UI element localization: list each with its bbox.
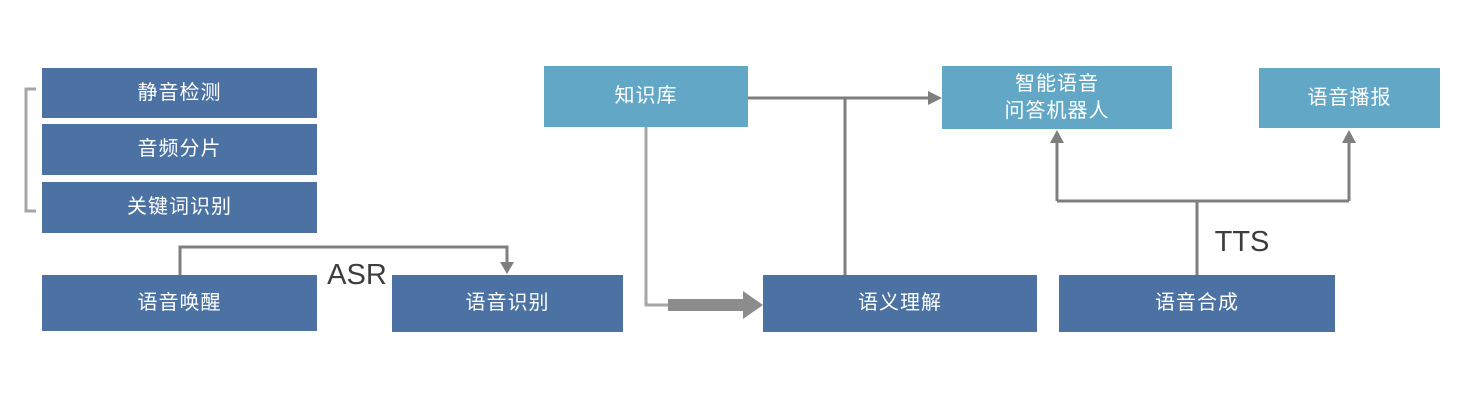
node-speech-recognition: 语音识别 bbox=[392, 275, 623, 332]
node-voice-broadcast: 语音播报 bbox=[1259, 68, 1440, 128]
node-silence-detection: 静音检测 bbox=[42, 68, 317, 118]
node-label: 语义理解 bbox=[858, 292, 942, 314]
node-label: 语音识别 bbox=[465, 292, 550, 314]
node-label: 关键词识别 bbox=[127, 196, 232, 218]
node-label: 音频分片 bbox=[137, 138, 222, 160]
node-voice-wakeup: 语音唤醒 bbox=[42, 275, 317, 331]
node-speech-synthesis: 语音合成 bbox=[1059, 275, 1335, 332]
node-label: 静音检测 bbox=[137, 81, 222, 104]
node-keyword-recognition: 关键词识别 bbox=[42, 182, 317, 233]
connector-knowledgebase-elbow bbox=[644, 127, 668, 307]
node-label: 语音播报 bbox=[1307, 86, 1392, 109]
edge-label-asr: ASR bbox=[327, 259, 387, 291]
arrow-knowledgebase-to-qarobot bbox=[748, 91, 942, 105]
group-bracket bbox=[24, 87, 36, 213]
edge-label-tts: TTS bbox=[1214, 226, 1270, 258]
node-label: 语音唤醒 bbox=[137, 291, 222, 314]
node-label: 智能语音 问答机器人 bbox=[1004, 72, 1110, 122]
node-audio-segmentation: 音频分片 bbox=[42, 124, 317, 175]
node-label: 知识库 bbox=[614, 85, 678, 107]
node-qa-robot: 智能语音 问答机器人 bbox=[942, 66, 1172, 129]
arrow-tts-split bbox=[1050, 130, 1356, 275]
node-label: 语音合成 bbox=[1155, 292, 1239, 314]
thick-arrow-to-semantic bbox=[668, 291, 763, 319]
node-semantic-understanding: 语义理解 bbox=[763, 275, 1037, 332]
node-knowledge-base: 知识库 bbox=[544, 66, 748, 127]
